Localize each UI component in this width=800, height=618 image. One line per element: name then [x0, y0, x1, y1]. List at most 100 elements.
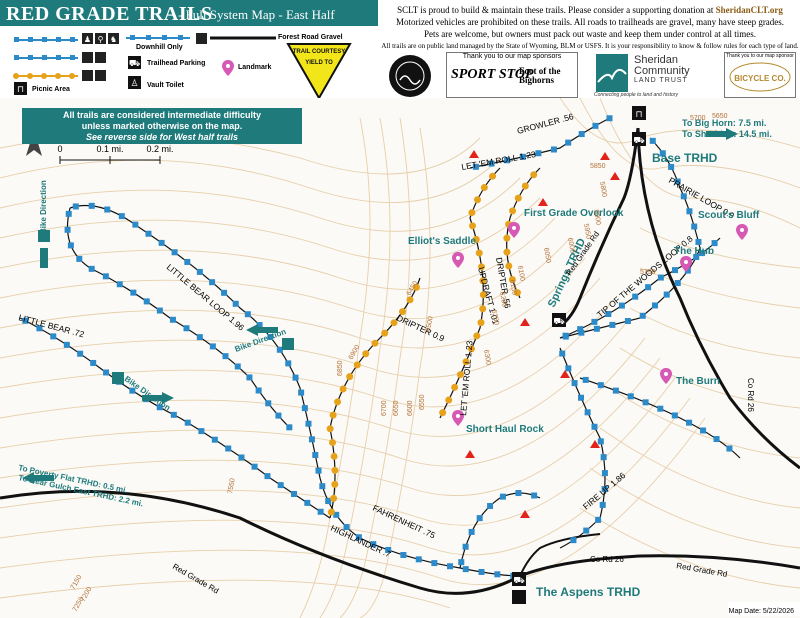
trail-marker [488, 160, 495, 167]
sponsor-badge-logo [389, 55, 431, 97]
label-co-rd-26-east: Co Rd 26 [746, 378, 755, 412]
trail-marker [592, 122, 599, 129]
trail-marker [645, 284, 652, 291]
orange-trail-marker [489, 172, 497, 180]
contour-5750: 5750 [640, 269, 656, 276]
trail-map[interactable]: ⊓ ⛟ ⛟ ⛟ N 0 0.1 mi. 0.2 mi. GROWLER . [0, 98, 800, 618]
svg-text:♞: ♞ [110, 35, 117, 44]
hiker-icon-2 [82, 52, 106, 63]
trail-marker [609, 321, 616, 328]
legend-toilet-label: Vault Toilet [147, 82, 184, 89]
legend-landmark-label: Landmark [238, 64, 272, 71]
trail-marker [276, 346, 283, 353]
donation-link[interactable]: SheridanCLT.org [715, 5, 783, 15]
label-to-bighorn: To Big Horn: 7.5 mi. [682, 118, 766, 128]
label-first-grade: First Grade Overlook [524, 208, 624, 219]
trail-marker [476, 515, 483, 522]
trail-marker [504, 157, 511, 164]
svg-text:⛟: ⛟ [129, 58, 140, 68]
trail-marker [64, 226, 71, 233]
orange-trail-marker [472, 235, 480, 243]
trail-marker [277, 482, 284, 489]
trail-marker [593, 325, 600, 332]
trail-marker [67, 242, 74, 249]
trail-marker [519, 153, 526, 160]
trail-marker [431, 560, 438, 567]
base-picnic-icon[interactable]: ⊓ [632, 106, 646, 120]
red-grade-road-upper [559, 127, 640, 328]
trail-marker [355, 534, 362, 541]
legend-downhill-label: Downhill Only [136, 44, 183, 51]
trail-marker [550, 146, 557, 153]
elliots-saddle-pin-icon[interactable] [452, 252, 464, 268]
trail-marker [315, 467, 322, 474]
svg-text:⚲: ⚲ [98, 35, 104, 44]
orange-trail-marker [330, 494, 338, 502]
trail-marker [196, 334, 203, 341]
trail-marker [657, 405, 664, 412]
sponsor-sclt: Sheridan Community LAND TRUST Connecting… [594, 52, 712, 98]
scouts-bluff-pin-icon[interactable] [736, 224, 748, 240]
orange-trail-marker [513, 289, 521, 297]
first-grade-pin-icon[interactable] [508, 222, 520, 238]
svg-text:⊓: ⊓ [17, 84, 24, 94]
trail-marker [672, 267, 679, 274]
orange-trail-markers [326, 171, 538, 516]
trail-marker [88, 202, 95, 209]
trail-marker [711, 240, 718, 247]
trail-marker [605, 311, 612, 318]
springs-parking-icon[interactable]: ⛟ [552, 313, 566, 327]
contour-6700: 6700 [381, 400, 388, 416]
sclt-name-2: Community [634, 65, 690, 77]
trail-marker [370, 541, 377, 548]
trail-marker [298, 389, 305, 396]
trail-marker [632, 293, 639, 300]
orange-trail-marker [329, 411, 337, 419]
trail-marker [234, 363, 241, 370]
trail-marker [606, 115, 613, 122]
trail-marker [317, 508, 324, 515]
trail-marker [118, 213, 125, 220]
trail-marker [286, 424, 293, 431]
base-parking-icon[interactable]: ⛟ [632, 132, 646, 146]
trail-marker [77, 350, 84, 357]
orange-trail-marker [390, 319, 398, 327]
orange-trail-marker [467, 345, 475, 353]
contour-6050: 6050 [542, 247, 552, 264]
orange-trail-marker [381, 329, 389, 337]
aspens-parking-icon[interactable]: ⛟ [512, 572, 526, 586]
trail-marker [651, 302, 658, 309]
orange-trail-marker [330, 452, 338, 460]
yield-sign-title: TRAIL COURTESY [293, 49, 346, 55]
orange-trail-marker [473, 332, 481, 340]
trail-marker [571, 380, 578, 387]
direction-arrows [465, 150, 620, 518]
orange-trail-marker [399, 308, 407, 316]
scale-end: 0.2 mi. [146, 144, 173, 154]
trail-marker [102, 273, 109, 280]
contour-6650: 6650 [393, 400, 400, 416]
hiker-icon: ♟ [82, 33, 93, 44]
contour-6300: 6300 [482, 349, 492, 366]
label-aspens-trhd: The Aspens TRHD [536, 585, 641, 599]
the-burn-pin-icon[interactable] [660, 368, 672, 384]
orange-trail-marker [462, 358, 470, 366]
red-grade-road [0, 489, 800, 595]
short-haul-pin-icon[interactable] [452, 410, 464, 426]
aspens-toilet-icon[interactable] [512, 590, 526, 604]
trail-marker [700, 427, 707, 434]
trail-marker [312, 451, 319, 458]
difficulty-info-box: All trails are considered intermediate d… [22, 108, 302, 144]
bike-direction-icon-3 [112, 372, 124, 384]
orange-trail-marker [451, 383, 459, 391]
the-hub-pin-icon[interactable] [680, 256, 692, 272]
legend-forest-road-label: Forest Road Gravel [278, 34, 343, 41]
trail-marker [169, 316, 176, 323]
trail-marker [597, 382, 604, 389]
trail-marker [627, 393, 634, 400]
sponsor-bicycle-co: Thank you to our map sponsor BICYCLE CO. [724, 52, 796, 98]
trail-marker [72, 203, 79, 210]
trail-marker [50, 333, 57, 340]
orange-trail-marker [412, 283, 420, 291]
